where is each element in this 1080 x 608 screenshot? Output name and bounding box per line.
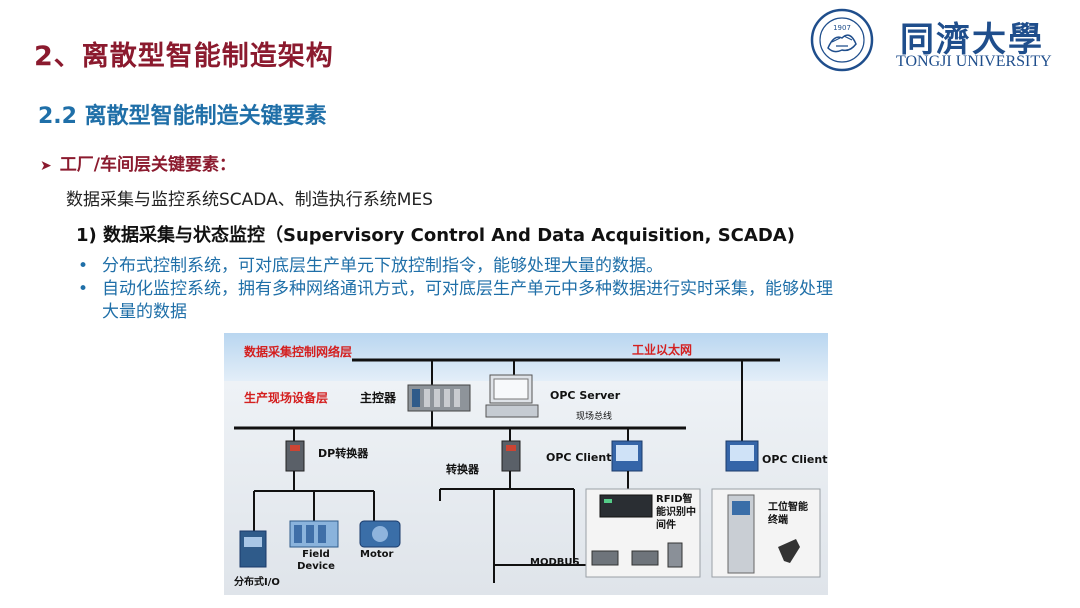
bullet-dot-icon: • [78,279,89,299]
main-controller-label: 主控器 [360,391,397,405]
list-item-text: 分布式控制系统，可对底层生产单元下放控制指令，能够处理大量的数据。 [102,256,663,276]
seal-year: 1907 [833,24,851,32]
arrow-bullet-icon: ➤ [40,158,52,174]
opc-server-label: OPC Server [550,389,621,402]
diagram-graphics [224,333,828,595]
dp-converter-label: DP转换器 [318,447,369,460]
section-heading-text: 工厂/车间层关键要素： [59,155,236,175]
scada-architecture-diagram: 数据采集控制网络层 工业以太网 生产现场设备层 主控器 OPC Server 现… [224,333,828,595]
field-layer-label: 生产现场设备层 [244,391,329,405]
terminal-label: 工位智能终端 [768,502,808,526]
opc-client-2-label: OPC Client [762,453,828,466]
barcode-scanner-icon [778,539,800,563]
motor-label: Motor [360,549,394,560]
ethernet-label: 工业以太网 [632,343,693,357]
distributed-io-device [239,530,267,568]
list-item: • 自动化监控系统，拥有多种网络通讯方式，可对底层生产单元中多种数据进行实时采集，… [78,278,838,324]
fieldbus-label: 现场总线 [576,412,613,422]
university-seal-icon: 1907 [810,8,874,72]
field-device-label: Field Device [297,549,335,572]
list-item-text: 自动化监控系统，拥有多种网络通讯方式，可对底层生产单元中多种数据进行实时采集，能… [102,279,833,322]
university-name-en: TONGJI UNIVERSITY [896,53,1052,70]
page-subtitle: 2.2 离散型智能制造关键要素 [38,104,327,129]
university-name-cn: 同濟大學 [900,20,1044,60]
rfid-reader-device [599,494,653,518]
rfid-label: RFID智能识别中间件 [656,494,696,531]
page-title: 2、离散型智能制造架构 [34,41,334,72]
systems-line: 数据采集与监控系统SCADA、制造执行系统MES [66,190,433,210]
converter-label: 转换器 [446,463,479,476]
university-logo: 1907 同濟大學 TONGJI UNIVERSITY [810,8,1072,74]
opc-client-1-label: OPC Client [546,451,612,464]
modbus-label: MODBUS [530,557,580,568]
bullet-dot-icon: • [78,256,89,276]
item-heading: 1) 数据采集与状态监控（Supervisory Control And Dat… [76,225,795,246]
list-item: • 分布式控制系统，可对底层生产单元下放控制指令，能够处理大量的数据。 [78,255,838,278]
bullet-list: • 分布式控制系统，可对底层生产单元下放控制指令，能够处理大量的数据。 • 自动化监… [78,255,838,324]
data-layer-label: 数据采集控制网络层 [244,345,353,359]
section-heading: ➤ 工厂/车间层关键要素： [40,150,236,175]
distributed-io-label: 分布式I/O [234,577,280,588]
data-layer-band [224,333,828,381]
